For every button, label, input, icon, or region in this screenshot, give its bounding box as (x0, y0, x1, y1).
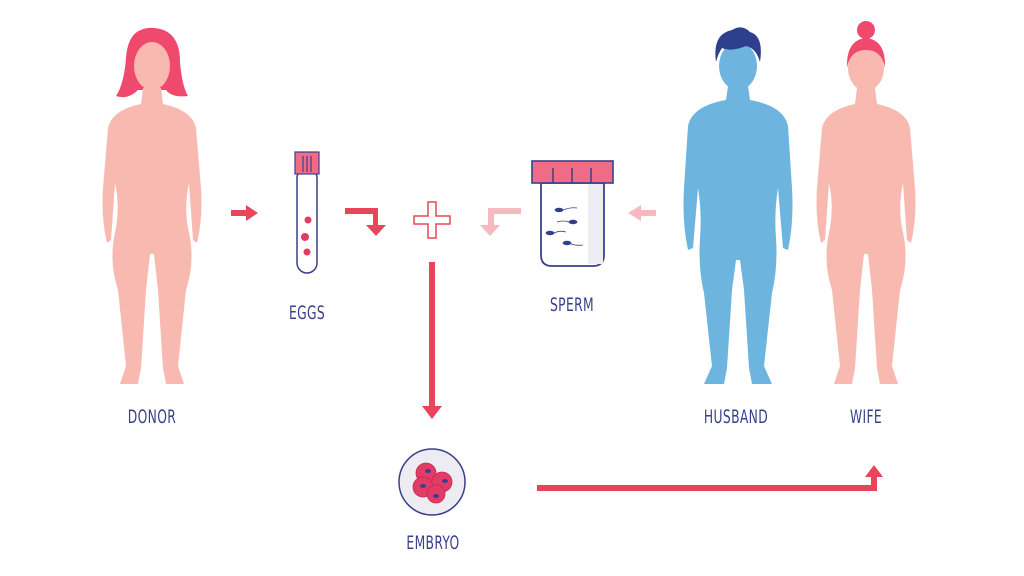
sperm-label: SPERM (550, 294, 594, 316)
embryo-icon (398, 448, 466, 516)
husband-label: HUSBAND (703, 406, 769, 428)
donor-figure (102, 27, 202, 384)
husband-hair (715, 27, 761, 62)
arrow-eggs-to-plus (345, 208, 386, 236)
arrow-plus-to-embryo (422, 262, 442, 419)
wife-figure (816, 21, 916, 384)
arrow-embryo-to-wife (537, 465, 883, 491)
plus-icon (413, 201, 451, 239)
arrow-sperm-to-plus (480, 208, 521, 236)
sperm-cup-icon (531, 160, 614, 267)
wife-label: WIFE (849, 406, 883, 428)
husband-figure (683, 27, 793, 384)
arrow-husband-to-sperm (628, 205, 656, 221)
eggs-label: EGGS (288, 302, 326, 324)
arrow-donor-to-eggs (231, 205, 258, 221)
donor-label: DONOR (127, 406, 177, 428)
wife-hair-bun (857, 21, 875, 39)
wife-hair (846, 38, 886, 68)
egg-tube-icon (294, 151, 320, 274)
embryo-label: EMBRYO (406, 532, 460, 554)
